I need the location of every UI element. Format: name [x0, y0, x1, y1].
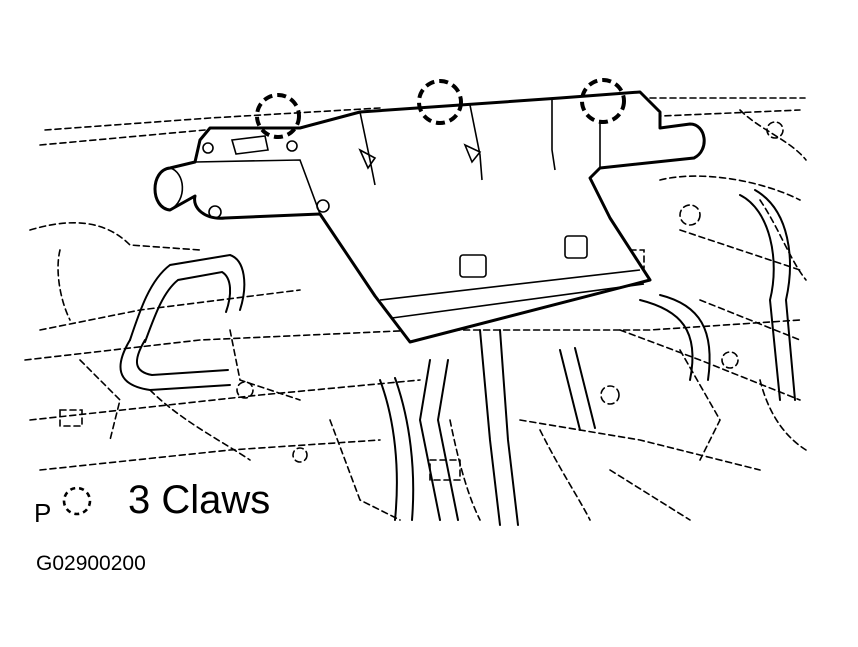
engine-bay-background — [24, 97, 807, 521]
claw-markers — [255, 78, 626, 139]
legend-prefix: P — [34, 498, 52, 528]
claw-marker — [255, 93, 301, 139]
engine-cover — [153, 90, 706, 344]
engine-cover-details — [169, 100, 645, 319]
dashed-circle-icon — [62, 486, 92, 516]
hoses — [119, 189, 796, 526]
claw-marker — [417, 79, 463, 125]
claw-marker — [580, 78, 626, 124]
legend-label: 3 Claws — [128, 478, 271, 522]
figure-code: G02900200 — [36, 552, 146, 575]
